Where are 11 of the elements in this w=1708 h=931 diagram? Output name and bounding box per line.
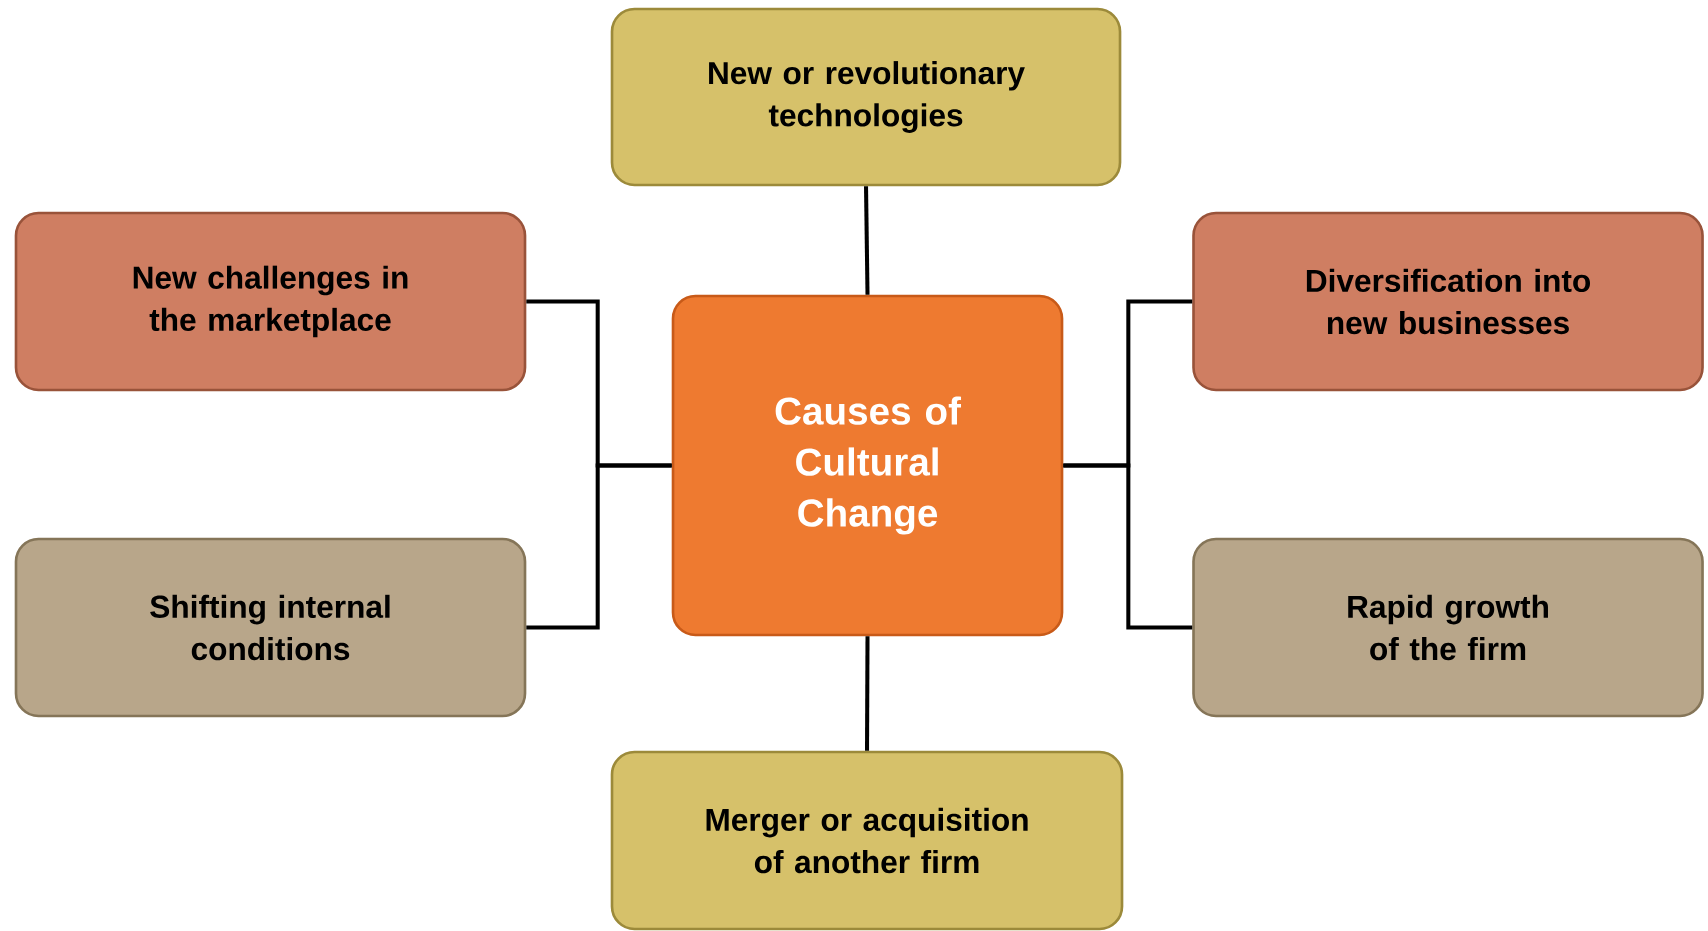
cause-box: Merger or acquisition of another firm (610, 750, 1124, 931)
cause-box: New challenges in the marketplace (14, 211, 527, 392)
cause-box: Shifting internal conditions (14, 537, 527, 718)
cause-box: New or revolutionary technologies (610, 7, 1122, 187)
connector-line (865, 636, 870, 751)
cause-box: Diversification into new businesses (1192, 211, 1704, 392)
connector-line (1063, 463, 1193, 630)
cause-box: Rapid growth of the firm (1192, 537, 1704, 718)
connector-line (526, 463, 672, 630)
central-box: Causes of Cultural Change (671, 294, 1064, 637)
connector-line (864, 186, 870, 295)
